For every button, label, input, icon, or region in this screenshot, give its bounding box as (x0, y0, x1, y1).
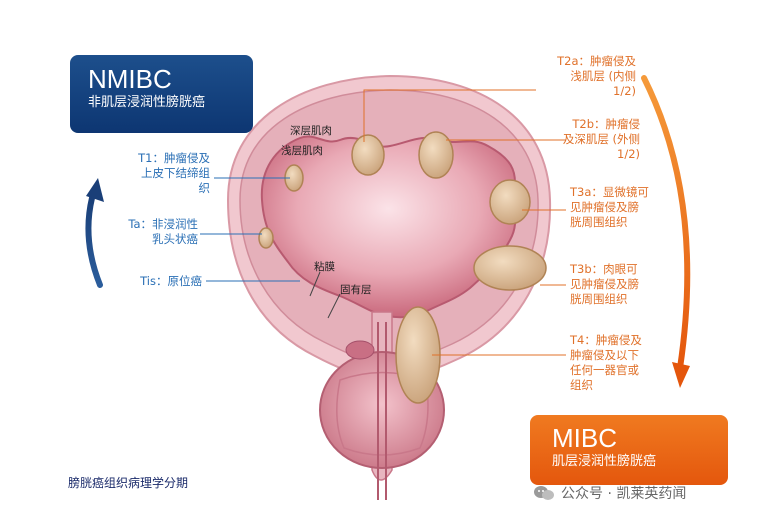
tumor-t2a (351, 134, 385, 176)
nmibc-arrow-head (86, 178, 104, 202)
label-t4: T4：肿瘤侵及 肿瘤侵及以下 任何一器官或 组织 (570, 333, 642, 392)
urethra (377, 322, 387, 500)
mibc-progression-arrow (641, 75, 691, 371)
tumor-ta (258, 227, 274, 249)
label-t2a: T2a：肿瘤侵及 浅肌层 (内侧 1/2) (557, 54, 636, 98)
label-t1: T1：肿瘤侵及 上皮下结缔组 织 (138, 151, 210, 195)
watermark-text: 公众号 · 凯莱英药闻 (561, 486, 687, 502)
label-mucosa: 粘膜 (314, 261, 335, 273)
watermark: 公众号 · 凯莱英药闻 (533, 483, 686, 503)
label-t3b: T3b：肉眼可 见肿瘤侵及膀 胱周围组织 (570, 262, 639, 306)
nmibc-badge: NMIBC 非肌层浸润性膀胱癌 (70, 55, 253, 133)
tumor-group (258, 131, 547, 404)
figure-caption: 膀胱癌组织病理学分期 (68, 476, 189, 490)
label-t3a: T3a：显微镜可 见肿瘤侵及膀 胱周围组织 (570, 185, 649, 229)
mibc-badge: MIBC 肌层浸润性膀胱癌 (530, 415, 728, 485)
wechat-icon (533, 485, 555, 501)
label-tis: Tis：原位癌 (140, 274, 202, 288)
label-ta: Ta：非浸润性 乳头状癌 (128, 217, 198, 246)
tumor-t3a (489, 179, 531, 225)
anatomy-pointer-lines (309, 271, 341, 319)
nmibc-subtitle: 非肌层浸润性膀胱癌 (88, 95, 206, 110)
label-lamina-propria: 固有层 (340, 284, 372, 296)
nmibc-title: NMIBC (88, 64, 172, 94)
tumor-t3b (473, 245, 547, 291)
prostate-fold (336, 371, 429, 456)
left-pointer-lines (200, 177, 300, 282)
tumor-t2b (418, 131, 454, 179)
mibc-subtitle: 肌层浸润性膀胱癌 (552, 454, 657, 469)
label-t2b: T2b：肿瘤侵 及深肌层 (外侧 1/2) (562, 117, 640, 161)
nmibc-progression-arrow (85, 195, 103, 288)
label-deep-muscle: 深层肌肉 (290, 125, 332, 137)
label-superficial-muscle: 浅层肌肉 (281, 145, 323, 157)
mibc-title: MIBC (552, 423, 617, 453)
right-pointer-lines (363, 89, 566, 356)
mibc-arrow-head (672, 362, 690, 388)
seminal-vesicle (345, 340, 375, 360)
